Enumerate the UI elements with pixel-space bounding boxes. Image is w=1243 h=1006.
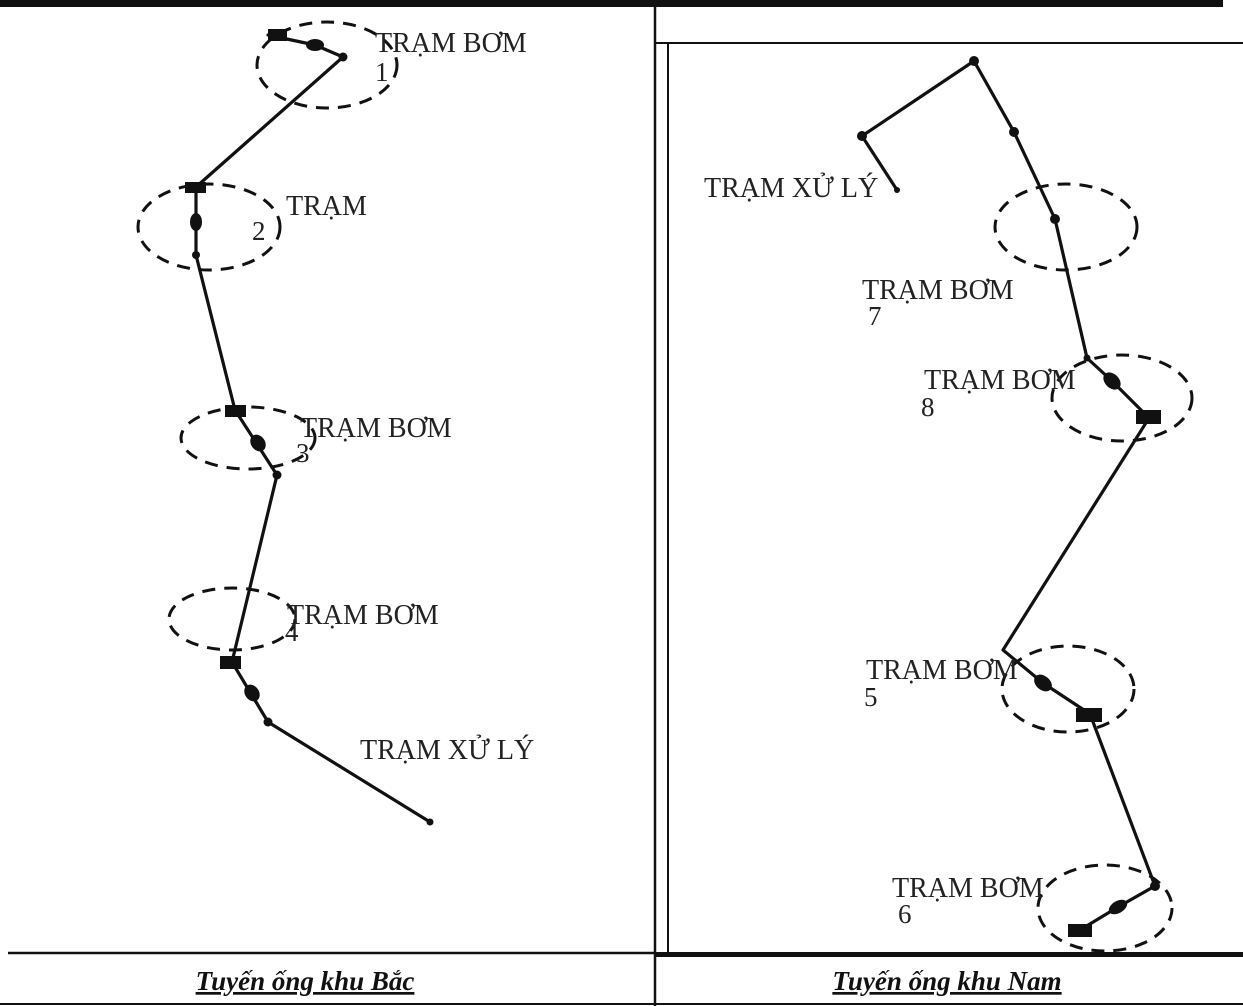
treatment-label: TRẠM XỬ LÝ [360, 735, 534, 766]
valve-node [1103, 372, 1121, 390]
station-ring [1000, 644, 1136, 734]
pipe-nodes [857, 56, 1161, 937]
north-labels: TRẠM BƠM 1 TRẠM 2 TRẠM BƠM 3 TRẠM BƠM 4 … [252, 28, 534, 766]
station-rings [136, 20, 399, 652]
joint-node [192, 251, 200, 259]
joint-node [969, 56, 979, 66]
station-number: 3 [296, 438, 310, 468]
valve-node [190, 213, 202, 231]
station-label: TRẠM BƠM [287, 600, 439, 631]
valve-node [244, 684, 260, 702]
pump-marker [185, 182, 206, 193]
station-ring [1036, 863, 1174, 953]
pump-marker [1136, 410, 1161, 424]
station-rings [993, 182, 1194, 953]
station-number: 1 [375, 57, 389, 87]
south-labels: TRẠM XỬ LÝ TRẠM BƠM 7 TRẠM BƠM 8 TRẠM BƠ… [704, 173, 1076, 929]
station-label: TRẠM BƠM [300, 413, 452, 444]
joint-node [263, 717, 273, 727]
valve-node [250, 434, 266, 452]
station-label: TRẠM BƠM [892, 873, 1044, 904]
station-label: TRẠM BƠM [862, 275, 1014, 306]
pump-marker [1068, 924, 1092, 937]
station-label: TRẠM BƠM [375, 28, 527, 59]
station-ring [993, 182, 1139, 272]
station-ring [255, 20, 399, 110]
south-caption: Tuyến ống khu Nam [832, 966, 1061, 996]
station-number: 8 [921, 392, 935, 422]
outlet-node [894, 187, 900, 193]
outlet-node [426, 818, 434, 826]
south-panel: TRẠM XỬ LÝ TRẠM BƠM 7 TRẠM BƠM 8 TRẠM BƠ… [704, 56, 1194, 996]
pump-marker [1076, 708, 1102, 722]
pipe-nodes [185, 29, 434, 826]
joint-node [857, 131, 867, 141]
valve-node [1108, 899, 1128, 915]
joint-node [1050, 214, 1060, 224]
station-ring [179, 405, 317, 471]
station-number: 6 [898, 899, 912, 929]
joint-node [272, 470, 282, 480]
right-bottom-rule [655, 952, 1243, 957]
station-number: 4 [285, 617, 299, 647]
station-ring [167, 586, 297, 652]
station-number: 7 [868, 301, 882, 331]
joint-node [1083, 354, 1091, 362]
joint-node [1009, 127, 1019, 137]
station-ring [1050, 353, 1194, 443]
pump-marker [220, 656, 241, 669]
north-panel: TRẠM BƠM 1 TRẠM 2 TRẠM BƠM 3 TRẠM BƠM 4 … [136, 20, 534, 996]
station-label: TRẠM BƠM [924, 365, 1076, 396]
station-number: 2 [252, 216, 266, 246]
treatment-label: TRẠM XỬ LÝ [704, 173, 878, 204]
valve-node [1034, 674, 1052, 692]
valve-node [306, 39, 324, 51]
top-rule [0, 0, 1223, 7]
station-number: 5 [864, 682, 878, 712]
north-caption: Tuyến ống khu Bắc [196, 966, 415, 996]
station-label: TRẠM BƠM [866, 655, 1018, 686]
station-ring [136, 182, 282, 272]
south-pipeline [860, 59, 1157, 932]
joint-node [338, 52, 348, 62]
station-label: TRẠM [286, 191, 367, 222]
joint-node [1150, 881, 1160, 891]
